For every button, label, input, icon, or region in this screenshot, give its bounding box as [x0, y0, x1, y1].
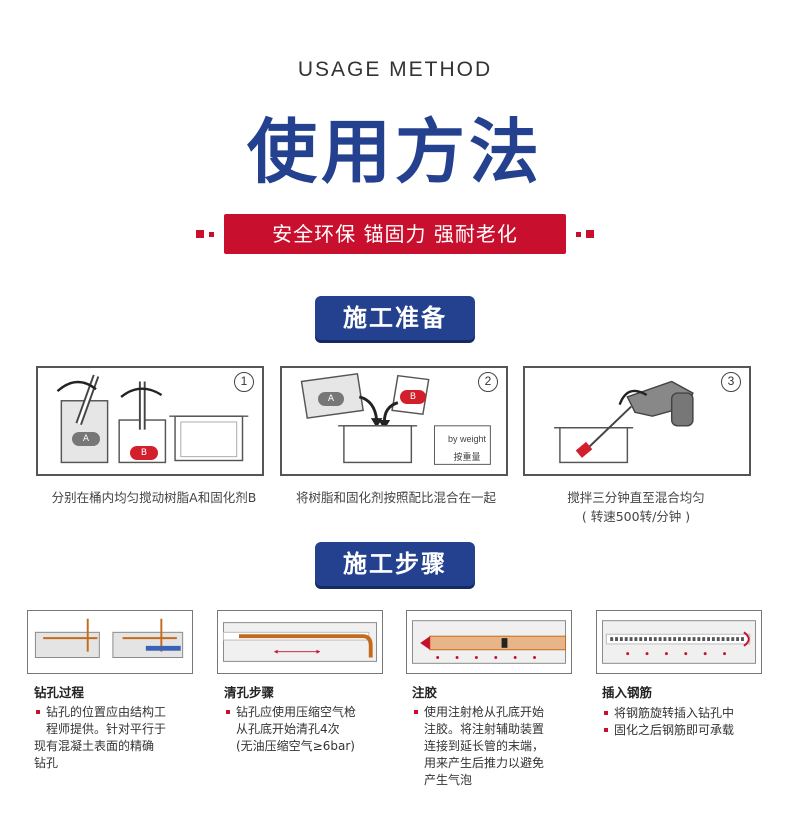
step-line: 用来产生后推力以避免: [424, 756, 545, 770]
decor-square: [209, 232, 214, 237]
step-title: 清孔步骤: [224, 685, 275, 700]
step-title: 注胶: [412, 685, 438, 700]
step-line: 钻孔应使用压缩空气枪: [224, 704, 396, 721]
step-line: 程师提供。针对平行于: [46, 722, 167, 736]
weight-label-en: by weight: [447, 434, 487, 444]
step-line: 固化之后钢筋即可承载: [602, 722, 774, 739]
chinese-title: 使用方法: [247, 111, 543, 193]
step-text-drilling: 钻孔过程 钻孔的位置应由结构工 程师提供。针对平行于 现有混凝土表面的精确 钻孔: [34, 684, 206, 772]
drilling-illustration: [34, 618, 184, 658]
step-line: (无油压缩空气≥6bar): [236, 739, 355, 753]
step-number-badge: 1: [234, 372, 254, 392]
step-line: 将钢筋旋转插入钻孔中: [602, 705, 774, 722]
step-line: 现有混凝土表面的精确: [34, 739, 155, 753]
step-panel-cleaning: [217, 610, 383, 674]
label-a-badge: A: [318, 392, 344, 406]
slogan-text: 安全环保 锚固力 强耐老化: [272, 222, 518, 246]
drill-mixer-illustration: [554, 380, 694, 464]
decor-square: [576, 232, 581, 237]
step-panel-injection: [406, 610, 572, 674]
step-line: 连接到延长管的末端，: [424, 739, 545, 753]
step-line: 钻孔的位置应由结构工: [34, 704, 206, 721]
cleaning-illustration: [222, 622, 378, 662]
prep-caption-1: 分别在桶内均匀搅动树脂A和固化剂B: [51, 490, 257, 505]
stir-buckets-illustration: [56, 374, 249, 464]
step-line: 钻孔: [34, 756, 59, 770]
insert-rebar-illustration: [601, 620, 757, 664]
step-title: 钻孔过程: [34, 685, 85, 700]
prep-panel-1: 1 A B: [36, 366, 264, 476]
decor-square: [196, 230, 204, 238]
step-panel-insert-rebar: [596, 610, 762, 674]
label-b-badge: B: [400, 390, 426, 404]
decor-square: [586, 230, 594, 238]
english-title: USAGE METHOD: [297, 58, 493, 81]
step-line: 产生气泡: [424, 773, 473, 787]
label-a-badge: A: [72, 432, 100, 446]
step-text-insert-rebar: 插入钢筋 将钢筋旋转插入钻孔中 固化之后钢筋即可承载: [602, 684, 774, 739]
injection-illustration: [411, 620, 567, 664]
prep-caption-3-line1: 搅拌三分钟直至混合均匀: [567, 490, 705, 505]
step-line: 从孔底开始清孔4次: [236, 722, 340, 736]
step-text-cleaning: 清孔步骤 钻孔应使用压缩空气枪 从孔底开始清孔4次 (无油压缩空气≥6bar): [224, 684, 396, 755]
prep-panel-3: 3: [523, 366, 751, 476]
step-line: 使用注射枪从孔底开始: [412, 704, 584, 721]
section-title-steps: 施工步骤: [315, 542, 475, 586]
prep-panel-2: 2 A B by weight 按重量: [280, 366, 508, 476]
step-title: 插入钢筋: [602, 685, 653, 700]
section-title-prep: 施工准备: [315, 296, 475, 340]
step-number-badge: 2: [478, 372, 498, 392]
prep-caption-3-line2: ( 转速500转/分钟 ): [581, 509, 691, 524]
step-panel-drilling: [27, 610, 193, 674]
prep-caption-3: 搅拌三分钟直至混合均匀 ( 转速500转/分钟 ): [518, 488, 754, 526]
step-line: 注胶。将注射辅助装置: [424, 722, 545, 736]
weight-label-cn: 按重量: [453, 453, 481, 463]
label-b-badge: B: [130, 446, 158, 460]
prep-caption-2: 将树脂和固化剂按照配比混合在一起: [295, 490, 496, 505]
slogan-banner: 安全环保 锚固力 强耐老化: [196, 214, 594, 254]
step-text-injection: 注胶 使用注射枪从孔底开始 注胶。将注射辅助装置 连接到延长管的末端， 用来产生…: [412, 684, 584, 789]
slogan-bar: [224, 214, 566, 254]
step-number-badge: 3: [721, 372, 741, 392]
